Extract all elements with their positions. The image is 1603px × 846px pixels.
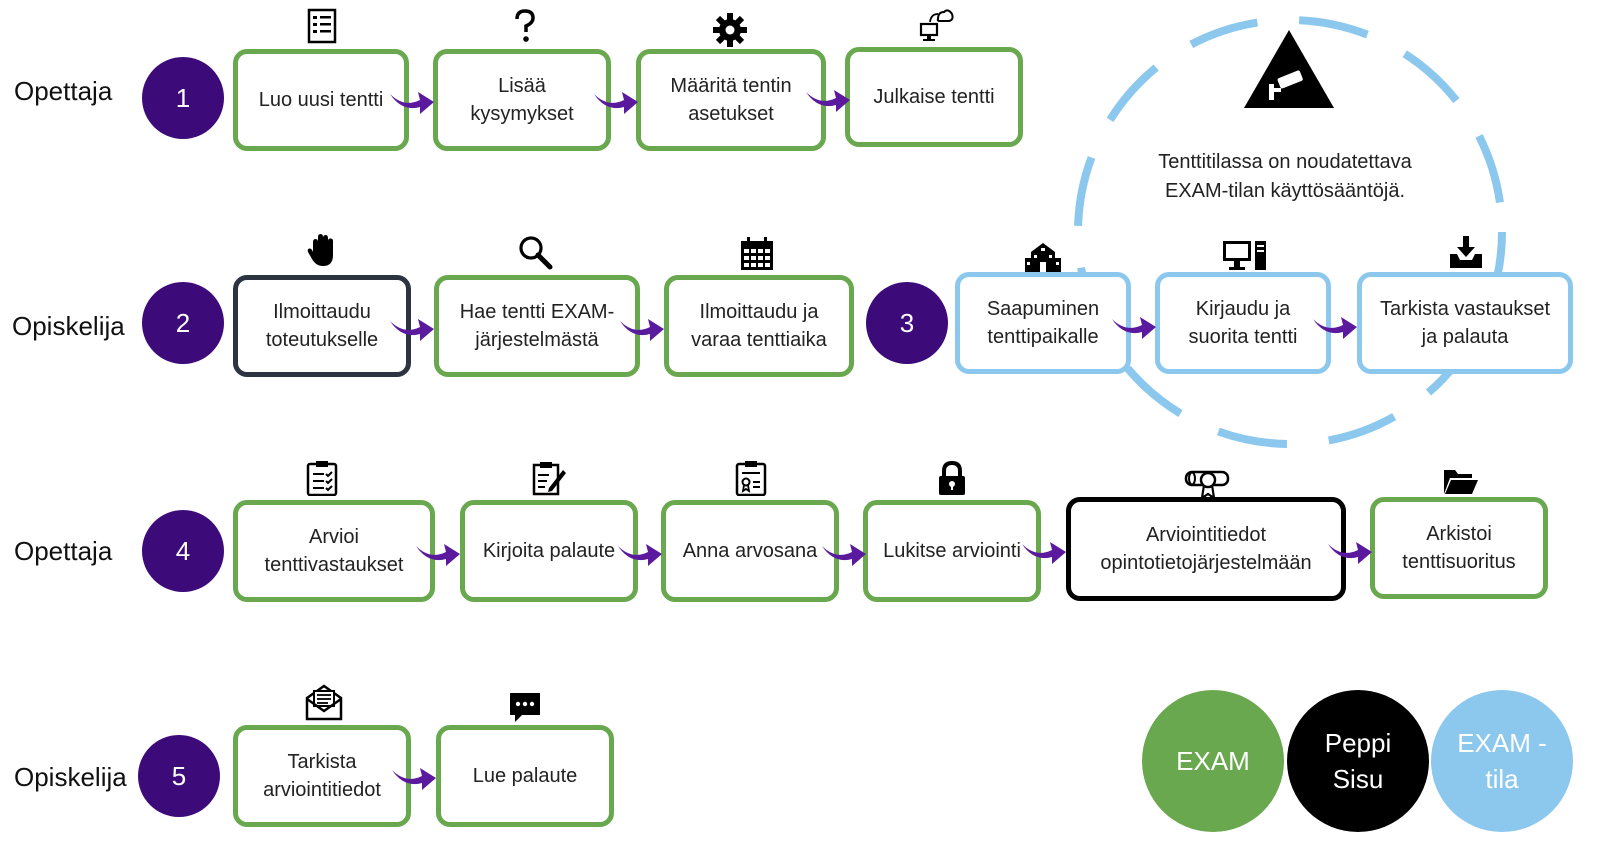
step-give-grade: Anna arvosana <box>661 500 839 602</box>
flow-arrow <box>392 768 436 790</box>
folder-icon <box>1444 470 1478 494</box>
flow-arrow <box>390 92 434 114</box>
school-building-icon <box>1025 243 1061 272</box>
diploma-icon <box>1184 470 1230 501</box>
legend-exam-room: EXAM -tila <box>1431 690 1573 832</box>
flow-arrow <box>416 544 460 566</box>
step-evaluate-answers: Arvioi tenttivastaukset <box>233 500 435 602</box>
question-mark-icon <box>515 9 535 42</box>
calendar-icon <box>741 237 773 270</box>
flow-arrow <box>1313 317 1357 339</box>
edit-note-icon <box>532 462 566 496</box>
step-transfer-records: Arviointitiedot opintotietojärjestelmään <box>1066 497 1346 601</box>
step-enroll-course: Ilmoittaudu toteutukselle <box>233 275 411 377</box>
step-write-feedback: Kirjoita palaute <box>460 500 638 602</box>
flow-arrow <box>1328 542 1372 564</box>
step-number-1: 1 <box>142 57 224 139</box>
step-book-time: Ilmoittaudu ja varaa tenttiaika <box>664 275 854 377</box>
certificate-clipboard-icon <box>735 461 767 496</box>
flow-arrow <box>1112 317 1156 339</box>
hand-icon <box>307 234 333 266</box>
step-check-submit: Tarkista vastaukset ja palauta <box>1357 272 1573 374</box>
step-number-5: 5 <box>138 735 220 817</box>
step-read-feedback: Lue palaute <box>436 725 614 827</box>
legend-exam: EXAM <box>1142 690 1284 832</box>
step-publish-exam: Julkaise tentti <box>845 47 1023 147</box>
exam-room-rules-note: Tenttitilassa on noudatettava EXAM-tilan… <box>1158 151 1412 202</box>
checklist-icon <box>307 8 337 44</box>
step-login-take-exam: Kirjaudu ja suorita tentti <box>1155 272 1331 374</box>
flow-arrow <box>390 319 434 341</box>
step-lock-evaluation: Lukitse arviointi <box>863 500 1041 602</box>
legend-exam-room-label: EXAM -tila <box>1457 728 1547 794</box>
clipboard-checklist-icon <box>306 461 338 496</box>
step-number-3: 3 <box>866 282 948 364</box>
surveillance-camera-warning-icon <box>1244 30 1334 108</box>
legend-peppi-sisu-label: Peppi Sisu <box>1324 728 1392 794</box>
step-arrive-exam-room: Saapuminen tenttipaikalle <box>955 272 1131 374</box>
gear-icon <box>713 13 747 47</box>
step-archive-exam: Arkistoi tenttisuoritus <box>1370 497 1548 599</box>
computer-icon <box>1223 241 1266 270</box>
step-number-4: 4 <box>142 510 224 592</box>
search-icon <box>519 236 553 270</box>
flow-arrow <box>594 92 638 114</box>
download-tray-icon <box>1450 236 1482 268</box>
lock-icon <box>939 460 965 495</box>
flow-arrow <box>822 544 866 566</box>
step-number-2: 2 <box>142 282 224 364</box>
flow-arrow <box>620 319 664 341</box>
flow-arrow <box>1022 542 1066 564</box>
role-label-teacher-4: Opettaja <box>14 536 113 566</box>
step-check-grades: Tarkista arviointitiedot <box>233 725 411 827</box>
legend-peppi-sisu: Peppi Sisu <box>1287 690 1429 832</box>
step-find-exam: Hae tentti EXAM-järjestelmästä <box>434 275 640 377</box>
flow-arrow <box>806 90 850 112</box>
flow-arrow <box>618 544 662 566</box>
cloud-publish-icon <box>919 9 954 41</box>
role-label-teacher-1: Opettaja <box>14 76 113 106</box>
role-label-student-5: Opiskelija <box>14 762 127 792</box>
role-label-student-2: Opiskelija <box>12 311 125 341</box>
envelope-letter-icon <box>305 684 343 721</box>
step-exam-settings: Määritä tentin asetukset <box>636 49 826 151</box>
step-add-questions: Lisää kysymykset <box>433 49 611 151</box>
step-create-exam: Luo uusi tentti <box>233 49 409 151</box>
chat-bubble-icon <box>510 693 540 722</box>
